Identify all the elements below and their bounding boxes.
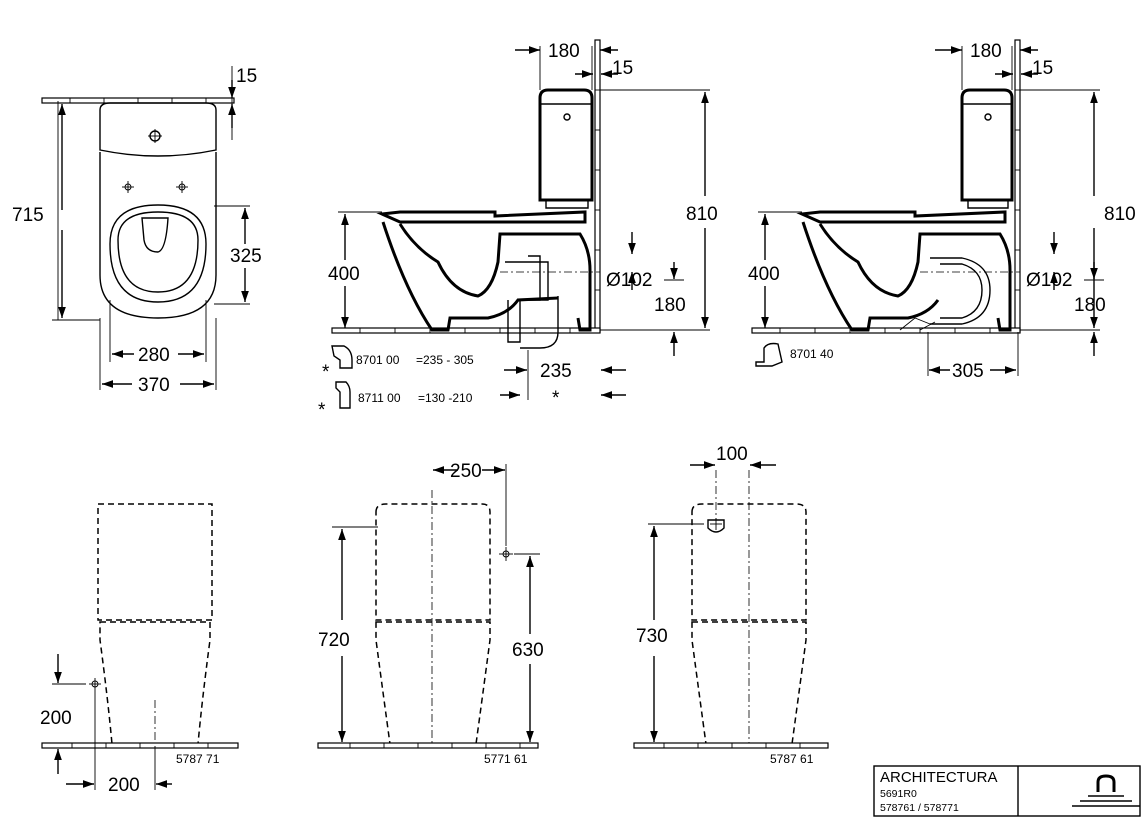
cistern-b: [960, 88, 1014, 202]
elbow-connector-icon: [331, 345, 353, 369]
bowl-opening: [117, 211, 199, 293]
side-view-a: 180 15 400 810 Ø102 180 235 * * 8701 00: [318, 39, 718, 421]
bowl-outline-3: [691, 621, 807, 745]
product-code-2: 5771 61: [484, 752, 528, 766]
floor-rear-1: [41, 742, 239, 749]
tank-outline: [99, 102, 217, 157]
dim-offset-a: 180: [548, 41, 580, 62]
fixing-hole-left-icon: [122, 181, 134, 193]
dim-gap-b: 15: [1032, 58, 1053, 79]
series-code: 5691R0: [880, 788, 917, 800]
brand-logo-icon: [1072, 774, 1140, 807]
rear-view-2: 250 720 630 5771 61: [317, 461, 544, 766]
dim-total-height-a: 810: [686, 204, 718, 225]
floor-rear-2: [317, 742, 539, 749]
pan-connector-icon: [755, 342, 783, 367]
side-view-b: 180 15 400 810 Ø102 180 305 8701 40: [748, 39, 1136, 382]
dim-hole: 325: [230, 246, 262, 267]
flush-valve-icon: [707, 518, 725, 533]
seat-b: [796, 210, 1007, 224]
bowl-outline: [99, 152, 217, 319]
floor-a: [331, 327, 601, 334]
accessory-2-range: =130 -210: [418, 391, 473, 405]
dim-outlet-height-a: 180: [654, 295, 686, 316]
dim-inlet-height-2: 630: [512, 640, 544, 661]
dim-gap-a: 15: [612, 58, 633, 79]
dim-height-2: 720: [318, 630, 350, 651]
asterisk-note: *: [552, 388, 560, 409]
connector-pipe-a: [528, 255, 541, 301]
water-inlet-icon: [89, 678, 101, 690]
title-block: ARCHITECTURA 5691R0 578761 / 578771: [873, 765, 1141, 817]
asterisk-2: *: [318, 400, 326, 421]
dim-outlet-a: Ø102: [606, 270, 652, 291]
rear-view-3: 100 730 5787 61: [633, 444, 829, 766]
seat-a: [376, 210, 587, 224]
dim-outlet-dist-b: 305: [952, 361, 984, 382]
wall-line: [41, 97, 235, 104]
asterisk-1: *: [322, 362, 330, 383]
cistern-outline-1: [97, 503, 213, 621]
accessory-1-range: =235 - 305: [416, 353, 474, 367]
dim-height-3: 730: [636, 626, 668, 647]
bowl-b: [801, 221, 940, 332]
accessory-2-code: 8711 00: [358, 391, 401, 405]
dim-inlet-offset-3: 100: [716, 444, 748, 465]
seat-outline: [109, 204, 207, 303]
floor-rear-3: [633, 742, 829, 749]
wall-a: [594, 39, 601, 333]
dim-inner-width: 280: [138, 345, 170, 366]
top-view: 15 715 325 280 370: [12, 66, 262, 396]
dim-outlet-dist-a: 235: [540, 361, 572, 382]
rear-view-1: 200 200 5787 71: [40, 503, 239, 796]
dim-depth: 715: [12, 205, 44, 226]
product-code-3: 5787 61: [770, 752, 814, 766]
product-code-1: 5787 71: [176, 752, 220, 766]
dim-seat-height-a: 400: [328, 264, 360, 285]
series-variants: 578761 / 578771: [880, 802, 959, 814]
flush-rim: [141, 217, 169, 253]
dim-inlet-offset-2: 250: [450, 461, 482, 482]
trap-b: [930, 257, 991, 325]
floor-b: [751, 327, 1021, 334]
dim-seat-height-b: 400: [748, 264, 780, 285]
water-inlet-icon-2: [499, 547, 513, 561]
dim-outer-width: 370: [138, 375, 170, 396]
dim-outlet-b: Ø102: [1026, 270, 1072, 291]
series-name: ARCHITECTURA: [880, 769, 998, 786]
wall-b: [1014, 39, 1021, 333]
accessory-b-code: 8701 40: [790, 347, 834, 361]
straight-connector-icon: [335, 381, 351, 409]
fixing-hole-right-icon: [176, 181, 188, 193]
dim-inlet-offset-1: 200: [108, 775, 140, 796]
dim-total-height-b: 810: [1104, 204, 1136, 225]
dim-inlet-height-1: 200: [40, 708, 72, 729]
bowl-outline-1: [99, 621, 211, 745]
dim-top-gap: 15: [236, 66, 257, 87]
trap-a: [505, 261, 549, 343]
dim-outlet-height-b: 180: [1074, 295, 1106, 316]
bowl-outline-2: [375, 621, 491, 745]
cistern-a: [538, 88, 594, 202]
cistern-outline-2: [375, 503, 491, 621]
cistern-outline-3: [691, 503, 807, 621]
bowl-a: [381, 221, 559, 332]
dim-offset-b: 180: [970, 41, 1002, 62]
accessory-1-code: 8701 00: [356, 353, 400, 367]
tank-button-icon: [148, 129, 162, 143]
